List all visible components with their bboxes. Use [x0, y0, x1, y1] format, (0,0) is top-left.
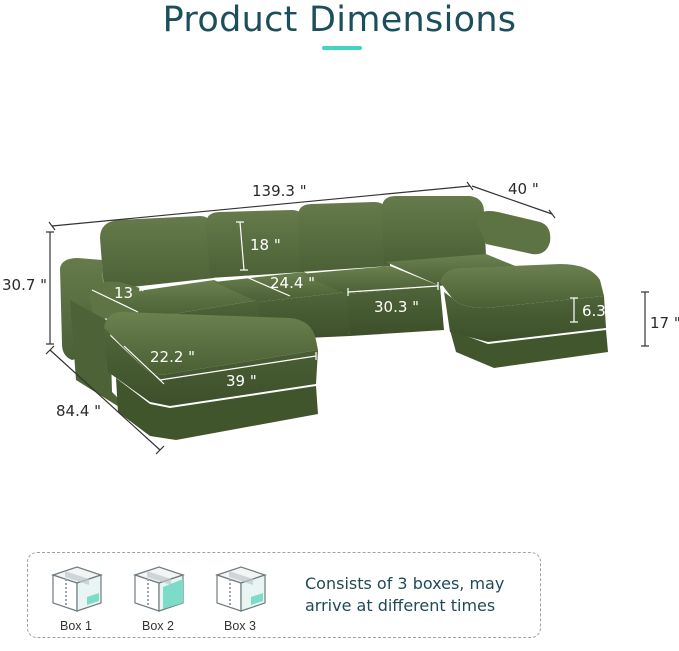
arm-width-label: 13 " — [114, 284, 145, 302]
overall-height-label: 30.7 " — [2, 276, 47, 294]
overall-length-label: 139.3 " — [252, 182, 307, 200]
sofa-image — [60, 196, 608, 440]
seat-depth-label: 24.4 " — [270, 274, 315, 292]
cushion-thickness-label: 6.3 " — [582, 302, 618, 320]
box-label: Box 3 — [224, 619, 256, 633]
package-box-icon — [133, 566, 185, 612]
box-label: Box 2 — [142, 619, 174, 633]
package-box-icon — [215, 566, 267, 612]
page-title: Product Dimensions — [162, 0, 517, 40]
overall-depth-label: 40 " — [508, 180, 539, 198]
box-label: Box 1 — [60, 619, 92, 633]
shipping-note: Consists of 3 boxes, may arrive at diffe… — [305, 574, 505, 615]
shipping-boxes-panel: Box 1 Box 2 Box 3 Consists of 3 boxes, m… — [27, 552, 541, 638]
inner-dimension-lines — [91, 221, 578, 385]
back-height-label: 18 " — [250, 236, 281, 254]
ottoman-width-label: 39 " — [226, 372, 257, 390]
package-box-icon — [51, 566, 103, 612]
ottoman-depth-label: 22.2 " — [150, 348, 195, 366]
sofa-dimension-figure: 139.3 " 40 " 30.7 " 84.4 " 18 " 24.4 " 3… — [2, 180, 679, 455]
chaise-depth-label: 84.4 " — [56, 402, 101, 420]
seat-width-label: 30.3 " — [374, 298, 419, 316]
title-accent-bar — [322, 46, 362, 50]
box-1: Box 1 — [44, 563, 108, 635]
dimension-lines — [45, 181, 649, 455]
box-3: Box 3 — [208, 563, 272, 635]
seat-height-label: 17 " — [650, 314, 679, 332]
box-2: Box 2 — [126, 563, 190, 635]
